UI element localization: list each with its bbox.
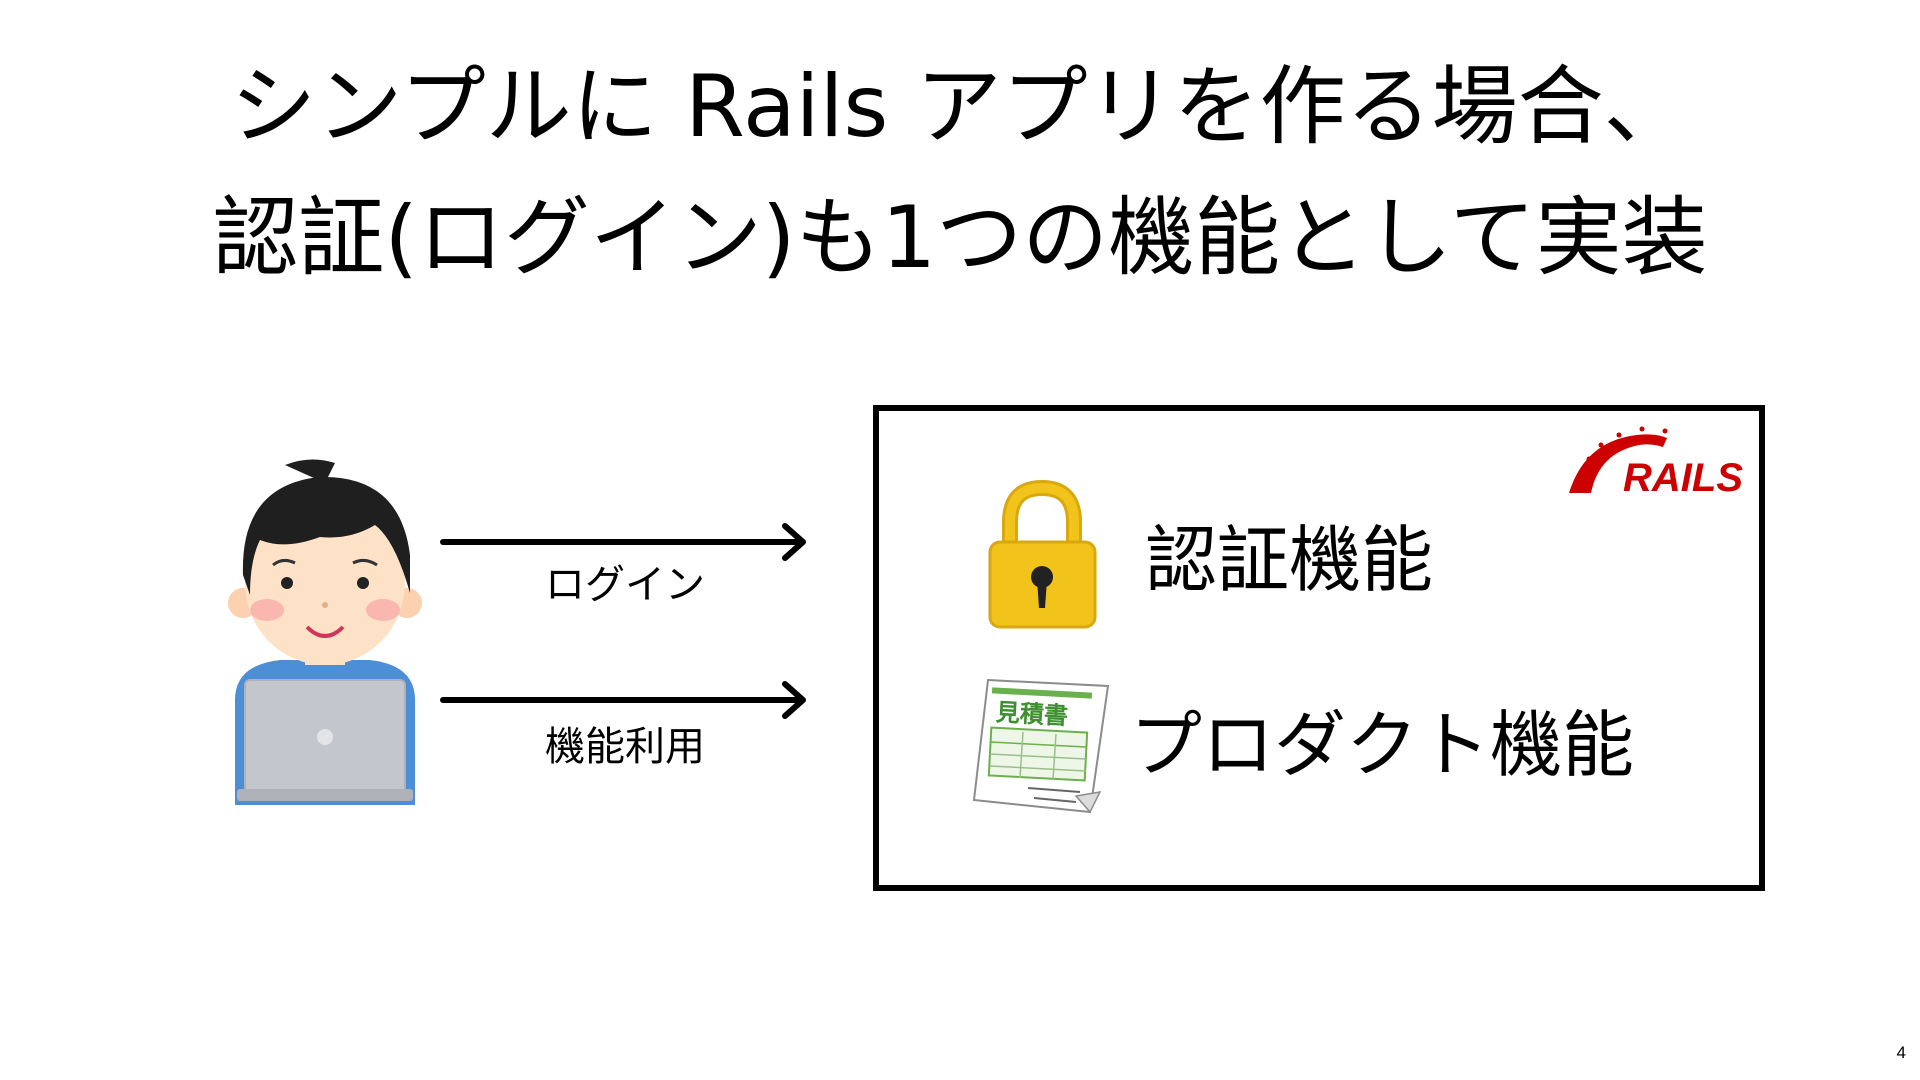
rails-app-box [873,405,1765,891]
feature-label-auth: 認証機能 [1145,518,1434,602]
arrow-label-feature-use: 機能利用 [545,724,705,770]
feature-label-product: プロダクト機能 [1130,703,1635,787]
estimate-document-icon: 見積書 [972,678,1110,814]
login-arrow [440,523,806,561]
feature-use-arrow [440,681,806,719]
rails-logo-icon: RAILS [1569,426,1743,495]
slide-title-line-1: シンプルに Rails アプリを作る場合、 [230,57,1690,157]
slide-title-line-2: 認証(ログイン)も1つの機能として実装 [212,188,1708,288]
arrow-label-login: ログイン [545,562,705,608]
lock-icon [988,480,1097,629]
page-number: 4 [1896,1043,1906,1062]
rails-logo-text: RAILS [1623,456,1743,495]
estimate-document-title: 見積書 [995,698,1068,730]
user-with-laptop-icon [228,459,422,805]
